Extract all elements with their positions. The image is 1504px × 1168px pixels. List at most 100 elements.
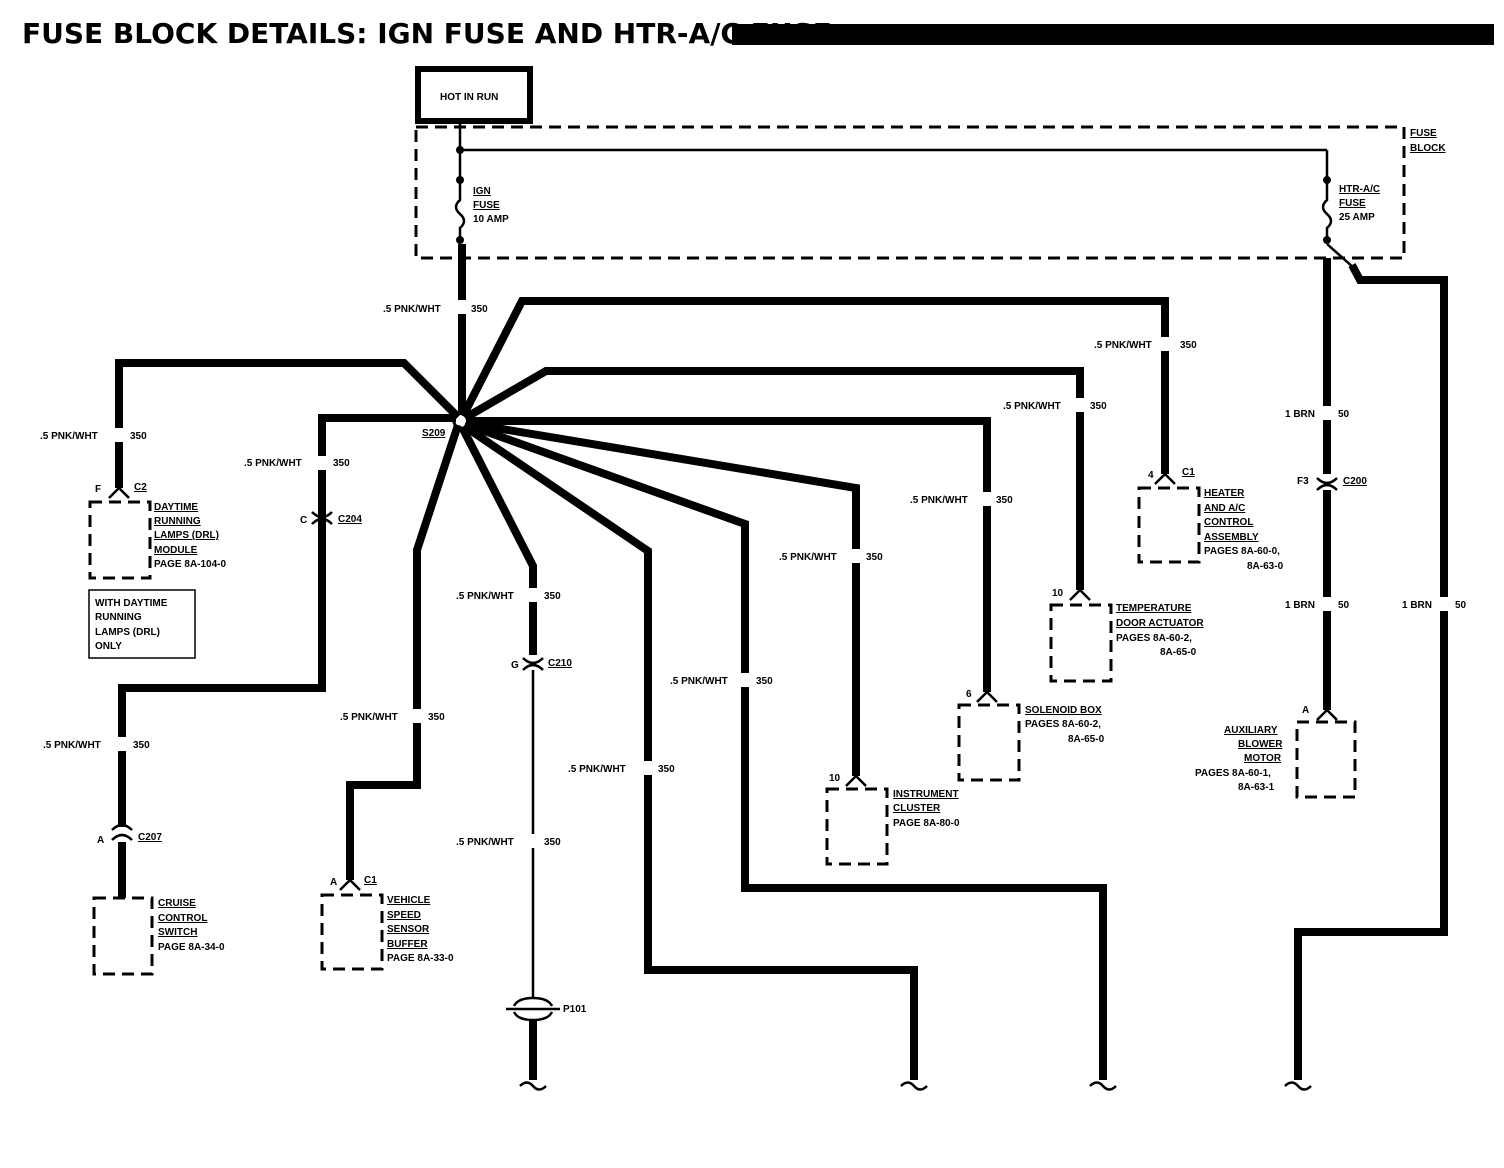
- drl-note-1: WITH DAYTIME: [95, 598, 168, 609]
- drl-note-2: RUNNING: [95, 612, 142, 623]
- heater-label-1: HEATER: [1204, 488, 1245, 499]
- c204-label: C204: [338, 514, 362, 525]
- c207-connector: [111, 823, 133, 831]
- heater-label-4: ASSEMBLY: [1204, 532, 1259, 543]
- hot-in-run-box: [415, 66, 533, 124]
- wire-to-drl: [115, 359, 461, 488]
- p101-grommet: [512, 996, 554, 1007]
- wire-to-vss: [346, 423, 462, 880]
- fuse-block-label-1: FUSE: [1410, 128, 1437, 139]
- cruise-switch-box: [92, 896, 154, 976]
- circuit-label-ground-4: 50: [1455, 600, 1467, 611]
- heater-label-5: PAGES 8A-60-0,: [1204, 546, 1280, 557]
- blower-label-4: PAGES 8A-60-1,: [1195, 768, 1271, 779]
- circuit-label-ground-3: 350: [756, 676, 773, 687]
- temp-actuator-box: [1049, 603, 1113, 683]
- fuse-block-outline: [414, 125, 1406, 260]
- c204-pin: C: [300, 515, 307, 526]
- wire-label-drl: .5 PNK/WHT: [40, 431, 98, 442]
- vss-label-5: PAGE 8A-33-0: [387, 953, 454, 964]
- solenoid-box: [957, 703, 1021, 782]
- drl-pin: F: [95, 484, 101, 495]
- circuit-label-solenoid: 350: [996, 495, 1013, 506]
- wire-label-solenoid: .5 PNK/WHT: [910, 495, 968, 506]
- splice-label: S209: [422, 428, 446, 439]
- circuit-label-c204: 350: [333, 458, 350, 469]
- temp-pin: 10: [1052, 588, 1064, 599]
- cruise-label-4: PAGE 8A-34-0: [158, 942, 225, 953]
- ground-1: [519, 1081, 547, 1091]
- cluster-label-2: CLUSTER: [893, 803, 941, 814]
- htr-fuse-label-1: HTR-A/C: [1339, 184, 1380, 195]
- wire-label-ground-3: .5 PNK/WHT: [670, 676, 728, 687]
- temp-label-4: 8A-65-0: [1160, 647, 1197, 658]
- p101-label: P101: [563, 1004, 587, 1015]
- ign-fuse-symbol: [454, 180, 466, 240]
- drl-note-3: LAMPS (DRL): [95, 627, 160, 638]
- vss-label-1: VEHICLE: [387, 895, 431, 906]
- cluster-label-3: PAGE 8A-80-0: [893, 818, 960, 829]
- c210-label: C210: [548, 658, 572, 669]
- c210-connector: [522, 657, 544, 665]
- drl-label-1: DAYTIME: [154, 502, 198, 513]
- cluster-label-1: INSTRUMENT: [893, 789, 959, 800]
- circuit-label-p101: 350: [544, 837, 561, 848]
- drl-label-2: RUNNING: [154, 516, 201, 527]
- circuit-label-ground-2: 350: [658, 764, 675, 775]
- htr-fuse-label-2: FUSE: [1339, 198, 1366, 209]
- blower-connector: [1316, 708, 1338, 721]
- drl-connector: [108, 486, 130, 499]
- wire-label-c200: 1 BRN: [1285, 409, 1315, 420]
- heater-label-6: 8A-63-0: [1247, 561, 1284, 572]
- c207-pin: A: [97, 835, 104, 846]
- wire-to-cruise: [118, 414, 456, 827]
- fuse-block-label-2: BLOCK: [1410, 143, 1446, 154]
- circuit-label-temp: 350: [1090, 401, 1107, 412]
- wire-label-feed: .5 PNK/WHT: [383, 304, 441, 315]
- solenoid-label-2: PAGES 8A-60-2,: [1025, 719, 1101, 730]
- blower-label-1: AUXILIARY: [1224, 725, 1278, 736]
- solenoid-label-1: SOLENOID BOX: [1025, 705, 1102, 716]
- c204-connector-top: [311, 511, 333, 519]
- wire-label-temp: .5 PNK/WHT: [1003, 401, 1061, 412]
- c207-label: C207: [138, 832, 162, 843]
- cluster-box: [825, 787, 889, 866]
- c200-label: C200: [1343, 476, 1367, 487]
- temp-label-3: PAGES 8A-60-2,: [1116, 633, 1192, 644]
- drl-label-4: MODULE: [154, 545, 198, 556]
- wire-label-vss: .5 PNK/WHT: [340, 712, 398, 723]
- cruise-label-2: CONTROL: [158, 913, 207, 924]
- vss-label-3: SENSOR: [387, 924, 430, 935]
- htr-fuse-symbol: [1321, 180, 1333, 240]
- vss-connector: [339, 878, 361, 891]
- wire-label-ground-2: .5 PNK/WHT: [568, 764, 626, 775]
- ign-fuse-label-3: 10 AMP: [473, 214, 509, 225]
- heater-control-box: [1137, 486, 1201, 564]
- wire-to-solenoid: [466, 417, 991, 692]
- cruise-label-3: SWITCH: [158, 927, 197, 938]
- vss-pin: A: [330, 877, 337, 888]
- blower-label-3: MOTOR: [1244, 753, 1282, 764]
- ground-3: [1089, 1081, 1117, 1091]
- wire-label-heater: .5 PNK/WHT: [1094, 340, 1152, 351]
- circuit-label-blower: 50: [1338, 600, 1350, 611]
- c200-connector: [1316, 477, 1338, 485]
- temp-connector: [1069, 588, 1091, 601]
- vss-buffer-box: [320, 893, 384, 971]
- wire-to-heater: [459, 297, 1169, 474]
- ign-fuse-label-1: IGN: [473, 186, 491, 197]
- circuit-label-heater: 350: [1180, 340, 1197, 351]
- drl-note-box: [88, 589, 196, 659]
- circuit-label-c210: 350: [544, 591, 561, 602]
- wire-label-c204: .5 PNK/WHT: [244, 458, 302, 469]
- cluster-connector: [845, 774, 867, 787]
- page-title: FUSE BLOCK DETAILS: IGN FUSE AND HTR-A/C…: [22, 17, 832, 50]
- title-bar: [732, 24, 1494, 45]
- vss-label-2: SPEED: [387, 910, 421, 921]
- circuit-label-vss: 350: [428, 712, 445, 723]
- cruise-label-1: CRUISE: [158, 898, 196, 909]
- wire-to-ground-3: [463, 420, 1107, 1080]
- solenoid-connector: [976, 690, 998, 703]
- ground-2: [900, 1081, 928, 1091]
- wire-labels: .5 PNK/WHT 350 .5 PNK/WHT 350 .5 PNK/WHT…: [40, 300, 1467, 848]
